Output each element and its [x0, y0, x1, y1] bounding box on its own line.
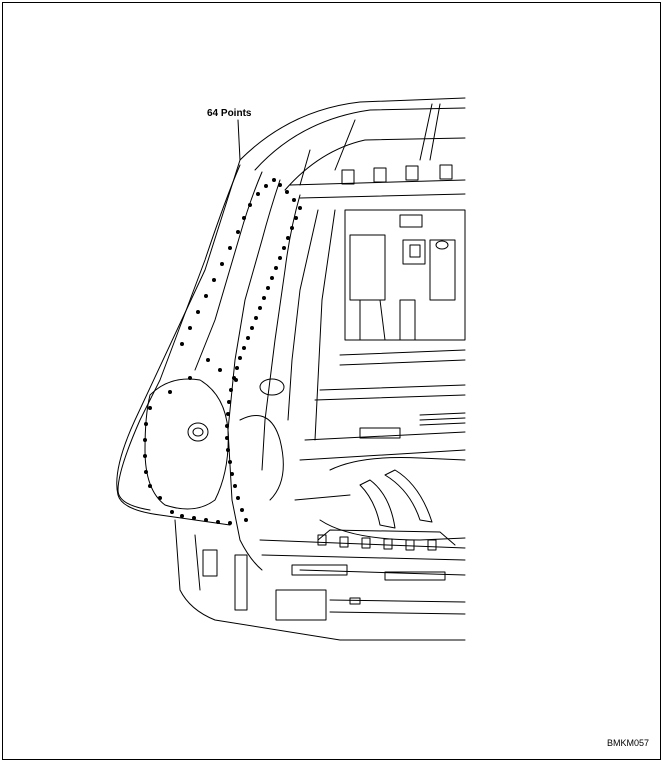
rear-header-panel	[289, 164, 466, 199]
rear-end-panel	[174, 519, 466, 641]
figure-code: BMKM057	[606, 738, 649, 748]
weld-area-callout-outline	[116, 119, 241, 526]
weld-points-callout-label: 64 Points	[207, 108, 252, 119]
weld-spot-markers	[143, 178, 302, 525]
spare-tire-well	[319, 457, 466, 541]
floor-panels	[294, 384, 466, 501]
wheel-house	[144, 378, 285, 510]
roof-outline	[239, 97, 466, 191]
interior-panel-details	[339, 209, 466, 366]
quarter-panel-outline	[117, 164, 336, 571]
